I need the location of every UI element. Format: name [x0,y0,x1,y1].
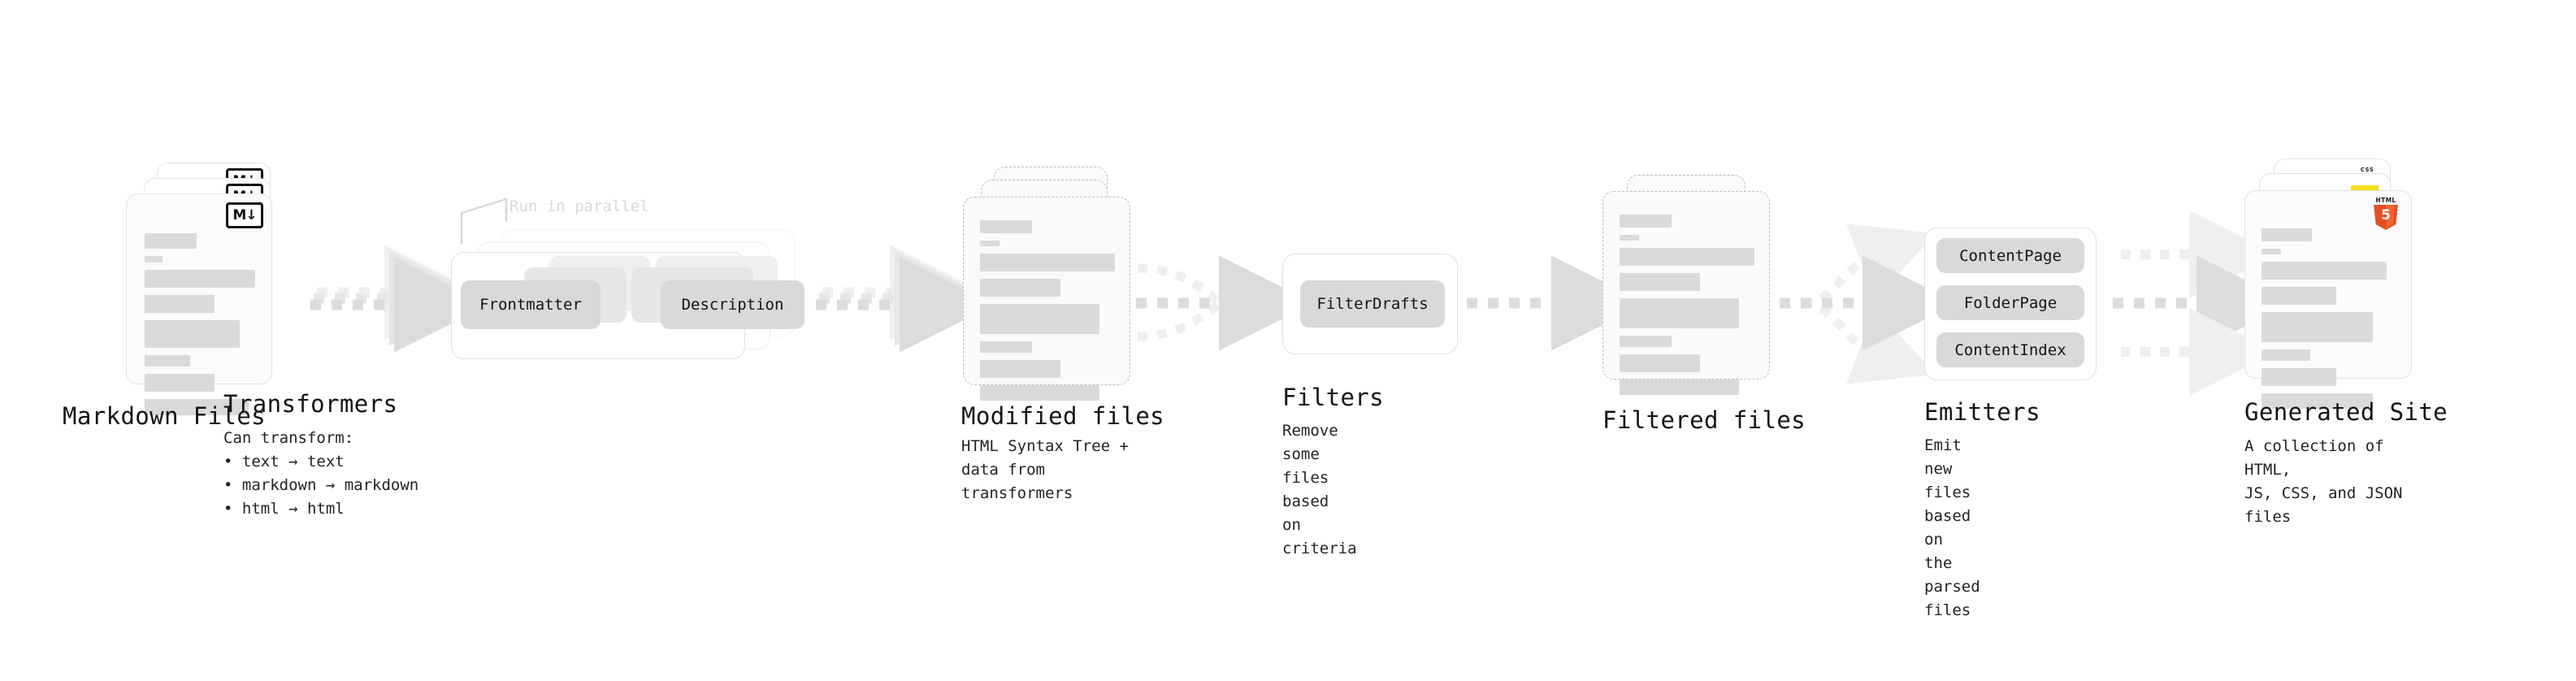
stage-title-filters: Filters [1282,384,1385,411]
html5-icon-shield: 5 [2374,204,2398,230]
stage-markdown-files: M↓ M↓ M↓ [63,163,313,430]
placeholder-line [980,279,1060,297]
stage-desc-generated-site: A collection of HTML, JS, CSS, and JSON … [2244,437,2403,526]
placeholder-line [1620,336,1672,347]
placeholder-line [1620,380,1739,395]
generated-placeholder-lines [2262,228,2395,416]
html5-icon-word: HTML [2375,197,2396,204]
placeholder-line [980,304,1099,334]
filtered-placeholder-lines [1620,215,1754,402]
placeholder-line [145,270,255,288]
placeholder-line [145,233,197,249]
stage-modified-files: Modified files HTML Syntax Tree + data f… [961,167,1164,502]
stage-title-markdown-files: Markdown Files [63,402,267,430]
stage-desc-filters: Remove some files based on criteria [1282,422,1357,557]
arrow-modified-to-filters [1136,255,1314,351]
placeholder-line [980,241,1000,246]
placeholder-line [1620,235,1639,241]
emitters-pill-contentpage-label: ContentPage [1959,246,2062,265]
stage-title-filtered-files: Filtered files [1602,406,1806,434]
modified-card-front [963,197,1130,401]
modified-placeholder-lines [980,220,1115,408]
run-in-parallel-label: Run in parallel [510,197,649,215]
stage-desc-emitters: Emit new files based on the parsed files [1924,436,1980,619]
placeholder-line [2262,393,2373,409]
placeholder-line [145,320,240,348]
markdown-badge-front: M↓ [226,202,263,228]
filters-pill-filterdrafts[interactable]: FilterDrafts [1300,280,1445,327]
placeholder-line [145,355,190,367]
placeholder-line [2262,262,2387,280]
modified-file-stack [963,167,1142,402]
markdown-file-stack: M↓ M↓ M↓ [126,163,313,415]
placeholder-line [1620,273,1700,291]
placeholder-line [980,254,1115,271]
placeholder-line [2262,287,2336,305]
transformer-pill-frontmatter[interactable]: Frontmatter [461,280,601,329]
placeholder-line [1620,215,1672,228]
placeholder-line [980,341,1032,353]
arrow-filtered-to-emitters [1780,223,1958,384]
arrow-transformers-to-modified [816,245,995,353]
stage-filtered-files: Filtered files [1602,175,1806,434]
stage-generated-site: CSS HTML 5 [2244,158,2448,526]
transformer-pill-description-label: Description [681,296,784,314]
arrow-markdown-to-transformers [310,245,489,353]
placeholder-line [2262,349,2310,361]
html5-icon-number: 5 [2381,206,2391,223]
transformer-pill-description[interactable]: Description [661,280,804,329]
placeholder-line [1620,248,1754,266]
stage-title-transformers: Transformers [223,390,398,418]
generated-card-html: HTML 5 [2244,190,2412,409]
filters-pill-filterdrafts-label: FilterDrafts [1316,295,1429,313]
emitters-pill-contentindex[interactable]: ContentIndex [1936,332,2084,367]
emitters-pill-contentindex-label: ContentIndex [1954,340,2066,359]
markdown-badge-label: M↓ [232,206,257,223]
filtered-card-front [1602,191,1770,395]
emitters-pill-contentpage[interactable]: ContentPage [1936,238,2084,273]
placeholder-line [1620,298,1739,328]
placeholder-line [2262,312,2373,342]
placeholder-line [2262,228,2312,241]
css3-badge-label: CSS [2360,167,2374,173]
markdown-card-front: M↓ [126,193,272,415]
placeholder-line [2262,368,2336,386]
html5-icon-inner [2386,204,2395,229]
stage-title-generated-site: Generated Site [2244,398,2448,426]
generated-file-stack: CSS HTML 5 [2244,158,2431,409]
arrow-emitters-to-site [2113,210,2292,396]
placeholder-line [145,295,215,313]
placeholder-line [980,220,1032,233]
emitters-pill-folderpage-label: FolderPage [1963,293,2058,312]
placeholder-line [980,360,1060,378]
transformer-pill-frontmatter-label: Frontmatter [479,296,582,314]
markdown-placeholder-lines [145,233,255,423]
stage-title-modified-files: Modified files [961,402,1165,430]
html5-icon: HTML 5 [2372,197,2400,230]
emitters-pill-folderpage[interactable]: FolderPage [1936,285,2084,320]
stage-desc-transformers: Can transform: • text → text • markdown … [223,429,419,518]
placeholder-line [145,256,163,262]
placeholder-line [145,399,249,415]
stage-desc-modified-files: HTML Syntax Tree + data from transformer… [961,437,1129,502]
filtered-file-stack [1602,175,1781,410]
placeholder-line [1620,354,1700,372]
run-in-parallel-bracket [460,197,508,245]
placeholder-line [2262,249,2281,254]
stage-title-emitters: Emitters [1924,398,2040,426]
placeholder-line [145,374,215,392]
placeholder-line [980,385,1099,401]
